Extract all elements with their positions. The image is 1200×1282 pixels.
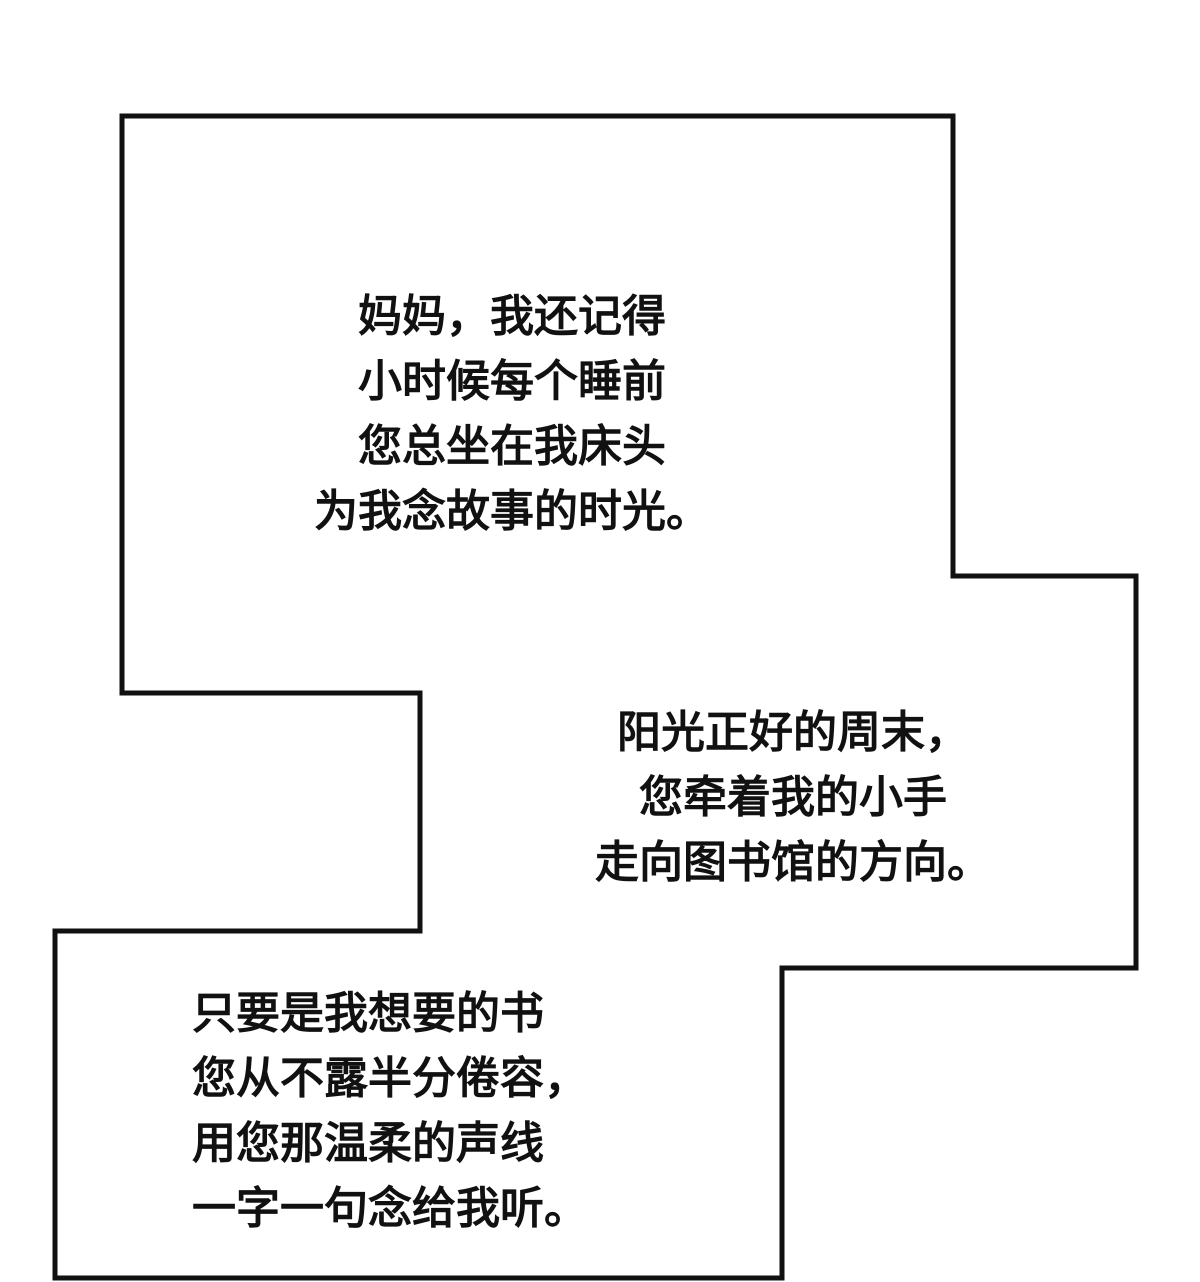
caption-line: 您总坐在我床头 (358, 421, 666, 472)
caption-line: 一字一句念给我听。 (192, 1183, 588, 1234)
caption-line: 为我念故事的时光。 (314, 486, 710, 537)
caption-line: 妈妈，我还记得 (358, 291, 666, 342)
caption-text-1: 妈妈，我还记得 小时候每个睡前 您总坐在我床头 为我念故事的时光。 (262, 284, 762, 544)
caption-line: 您牵着我的小手 (639, 772, 947, 823)
caption-line: 阳光正好的周末， (617, 707, 969, 758)
caption-line: 小时候每个睡前 (358, 356, 666, 407)
caption-line: 用您那温柔的声线 (192, 1118, 544, 1169)
caption-line: 您从不露半分倦容， (192, 1053, 588, 1104)
caption-text-2: 阳光正好的周末， 您牵着我的小手 走向图书馆的方向。 (543, 700, 1043, 895)
caption-line: 只要是我想要的书 (192, 988, 544, 1039)
caption-box-border (52, 113, 1139, 1281)
caption-text-3: 只要是我想要的书 您从不露半分倦容， 用您那温柔的声线 一字一句念给我听。 (192, 981, 692, 1241)
caption-line: 走向图书馆的方向。 (595, 837, 991, 888)
